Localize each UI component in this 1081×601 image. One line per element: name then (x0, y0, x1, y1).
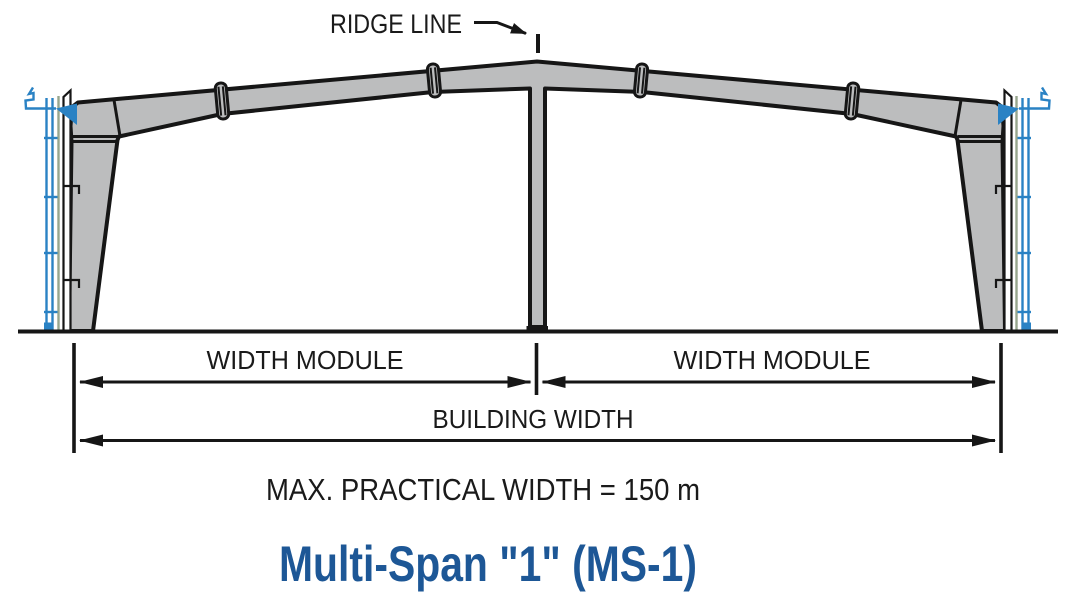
rafter-splice (213, 81, 231, 121)
knee-joint-details (71, 99, 1005, 143)
frame-outline (67, 59, 1007, 333)
rafter-splice (843, 81, 861, 121)
right-sheeting-lines (1017, 86, 1051, 331)
right-girt-clips (994, 184, 1012, 288)
right-girt-clip (994, 184, 1012, 194)
ridge-line-label: RIDGE LINE (330, 9, 462, 39)
left-knee-end-plate (112, 99, 122, 137)
width-module-label-right: WIDTH MODULE (674, 345, 871, 375)
max-practical-width-label: MAX. PRACTICAL WIDTH = 150 m (266, 473, 700, 507)
left-base-trim (44, 322, 53, 331)
left-girt-clips (63, 184, 81, 288)
left-girt-clip (63, 184, 81, 194)
building-frame (67, 59, 1007, 334)
diagram-title: Multi-Span "1" (MS-1) (279, 536, 697, 592)
right-knee-end-plate (953, 99, 963, 137)
ridge-annotation (474, 21, 540, 53)
width-module-label-left: WIDTH MODULE (207, 345, 404, 375)
dimension-lines (72, 343, 1003, 453)
left-sheeting-lines (24, 86, 58, 331)
right-sheeting-fittings (998, 103, 1031, 331)
rafter-splice (632, 62, 650, 99)
right-eave-gusset (998, 103, 1019, 125)
left-girt-clip (63, 278, 81, 288)
building-width-label: BUILDING WIDTH (433, 404, 634, 434)
left-gutter-profile (24, 86, 56, 110)
left-sheeting-fittings (44, 103, 77, 331)
left-wall-liner-panel (62, 87, 72, 333)
left-wall-sheeting (24, 86, 81, 333)
right-wall-liner-panel (1003, 87, 1013, 333)
right-base-trim (1022, 322, 1031, 331)
frame-steel (67, 59, 1007, 333)
ridge-leader-line (474, 21, 527, 35)
left-eave-gusset (56, 103, 77, 125)
right-girt-clip (994, 278, 1012, 288)
right-wall-sheeting (994, 86, 1051, 333)
rafter-splice (425, 62, 443, 99)
right-gutter-profile (1019, 86, 1051, 110)
